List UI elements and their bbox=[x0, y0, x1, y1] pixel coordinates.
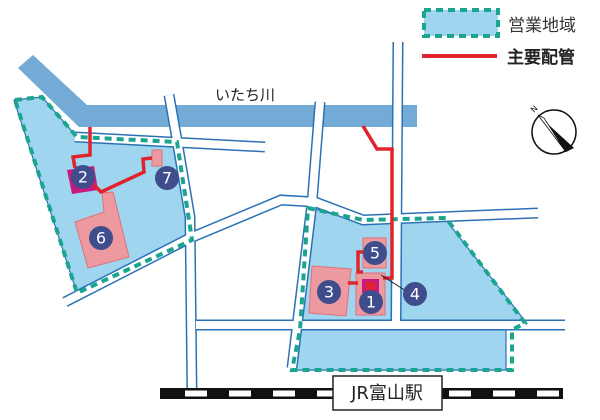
svg-text:4: 4 bbox=[410, 285, 420, 304]
facility-7[interactable] bbox=[151, 149, 163, 167]
compass-icon: N bbox=[529, 104, 577, 155]
marker-1[interactable]: 1 bbox=[359, 290, 383, 314]
facility-1-core-inner bbox=[366, 282, 375, 290]
svg-text:1: 1 bbox=[366, 293, 376, 312]
marker-4-leader bbox=[380, 274, 407, 292]
main-pipes bbox=[70, 125, 394, 285]
svg-text:N: N bbox=[529, 104, 540, 115]
svg-text:5: 5 bbox=[370, 244, 380, 263]
station-label: JR富山駅 bbox=[350, 383, 423, 404]
legend: 営業地域 主要配管 bbox=[422, 8, 576, 68]
marker-7[interactable]: 7 bbox=[155, 166, 179, 190]
marker-5[interactable]: 5 bbox=[363, 241, 387, 265]
svg-text:6: 6 bbox=[96, 229, 106, 248]
svg-text:2: 2 bbox=[78, 168, 88, 187]
business-area-west-border bbox=[12, 94, 195, 296]
station-box[interactable] bbox=[332, 375, 443, 411]
svg-text:7: 7 bbox=[162, 169, 172, 188]
marker-3[interactable]: 3 bbox=[317, 280, 341, 304]
legend-business-area-label: 営業地域 bbox=[508, 16, 576, 36]
legend-main-pipe-label: 主要配管 bbox=[507, 47, 575, 68]
marker-4[interactable]: 4 bbox=[403, 282, 427, 306]
river-label: いたち川 bbox=[215, 86, 275, 104]
marker-2[interactable]: 2 bbox=[71, 165, 95, 189]
marker-6[interactable]: 6 bbox=[89, 226, 113, 250]
svg-text:3: 3 bbox=[324, 283, 334, 302]
legend-business-area-swatch bbox=[422, 8, 500, 38]
